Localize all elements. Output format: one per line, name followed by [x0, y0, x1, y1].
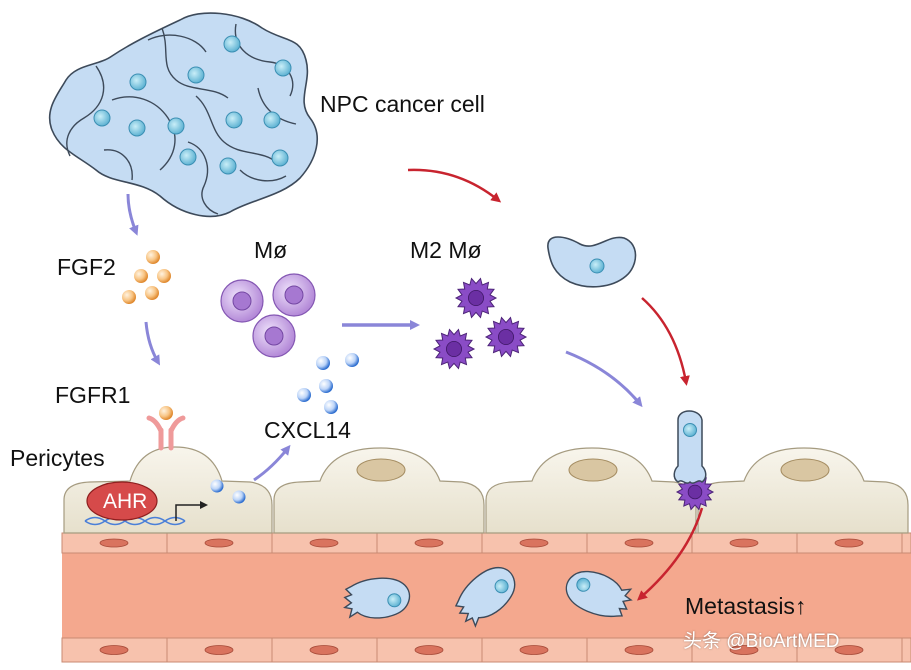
pericyte-cell — [273, 447, 485, 534]
arrow-pericyte-to-cxcl14 — [253, 444, 291, 482]
label-fgfr1: FGFR1 — [55, 382, 131, 408]
endothelial-nucleus — [414, 538, 444, 548]
circulating-tumor-cells — [343, 567, 633, 628]
pericyte-nucleus — [780, 458, 830, 482]
fgf2-ligand-bound — [159, 406, 173, 420]
arrow-fgf2-to-fgfr1 — [144, 321, 161, 366]
cxcl14-molecule — [232, 490, 246, 504]
arrow-m2-to-intravasation — [565, 350, 643, 408]
endothelial-nucleus — [309, 538, 339, 548]
endothelial-nucleus — [309, 645, 339, 655]
intravasating-cancer-cell — [673, 410, 707, 484]
m2-macrophage-nucleus — [687, 484, 703, 500]
cxcl14-molecules — [297, 353, 359, 414]
endothelial-nucleus — [729, 645, 759, 655]
endothelial-nucleus — [624, 538, 654, 548]
label-m2-macrophage: M2 Mø — [410, 237, 482, 263]
endothelial-nucleus — [99, 538, 129, 548]
label-cxcl14: CXCL14 — [264, 417, 351, 443]
endothelial-nucleus — [204, 538, 234, 548]
endothelial-nucleus — [519, 538, 549, 548]
m2-macrophage-nucleus — [445, 340, 462, 357]
m2-macrophage-nucleus — [467, 289, 484, 306]
pericyte-nucleus — [356, 458, 406, 482]
endothelial-nucleus — [99, 645, 129, 655]
ahr-transcription-factor — [86, 481, 158, 521]
label-pericytes: Pericytes — [10, 445, 105, 471]
pathway-arrows — [126, 168, 704, 601]
label-macrophage: Mø — [254, 237, 288, 263]
cxcl14-molecule — [210, 479, 224, 493]
fgfr1-receptor — [146, 406, 186, 451]
endothelial-nucleus — [729, 538, 759, 548]
npc-cancer-cell-cluster — [48, 12, 318, 218]
endothelial-nucleus — [624, 645, 654, 655]
endothelial-nucleus — [519, 645, 549, 655]
endothelial-nucleus — [414, 645, 444, 655]
macrophages — [220, 273, 316, 358]
endothelial-nucleus — [834, 645, 864, 655]
label-npc-cancer-cell: NPC cancer cell — [320, 91, 485, 117]
arrow-to-vessel — [641, 297, 690, 386]
watermark: 头条 @BioArtMED — [683, 631, 840, 652]
arrow-cancer-migration — [407, 168, 502, 203]
promoter-arrow-icon — [175, 501, 208, 521]
pericyte-nucleus — [568, 458, 618, 482]
m2-macrophage-nucleus — [497, 328, 514, 345]
endothelial-nucleus — [834, 538, 864, 548]
migrating-cancer-cell — [547, 236, 637, 288]
arrow-cancer-to-fgf2 — [126, 193, 139, 236]
label-ahr: AHR — [103, 490, 148, 513]
label-fgf2: FGF2 — [57, 254, 116, 280]
endothelial-nucleus — [204, 645, 234, 655]
fgf2-ligands — [122, 250, 171, 304]
vessel-wall-bottom — [61, 637, 911, 663]
pericyte-layer — [63, 446, 909, 534]
m2-macrophages — [432, 277, 715, 511]
arrow-metastasis — [636, 507, 704, 601]
vessel-wall-top — [61, 532, 911, 554]
endothelial-cells — [61, 533, 903, 662]
label-metastasis: Metastasis↑ — [685, 593, 807, 619]
